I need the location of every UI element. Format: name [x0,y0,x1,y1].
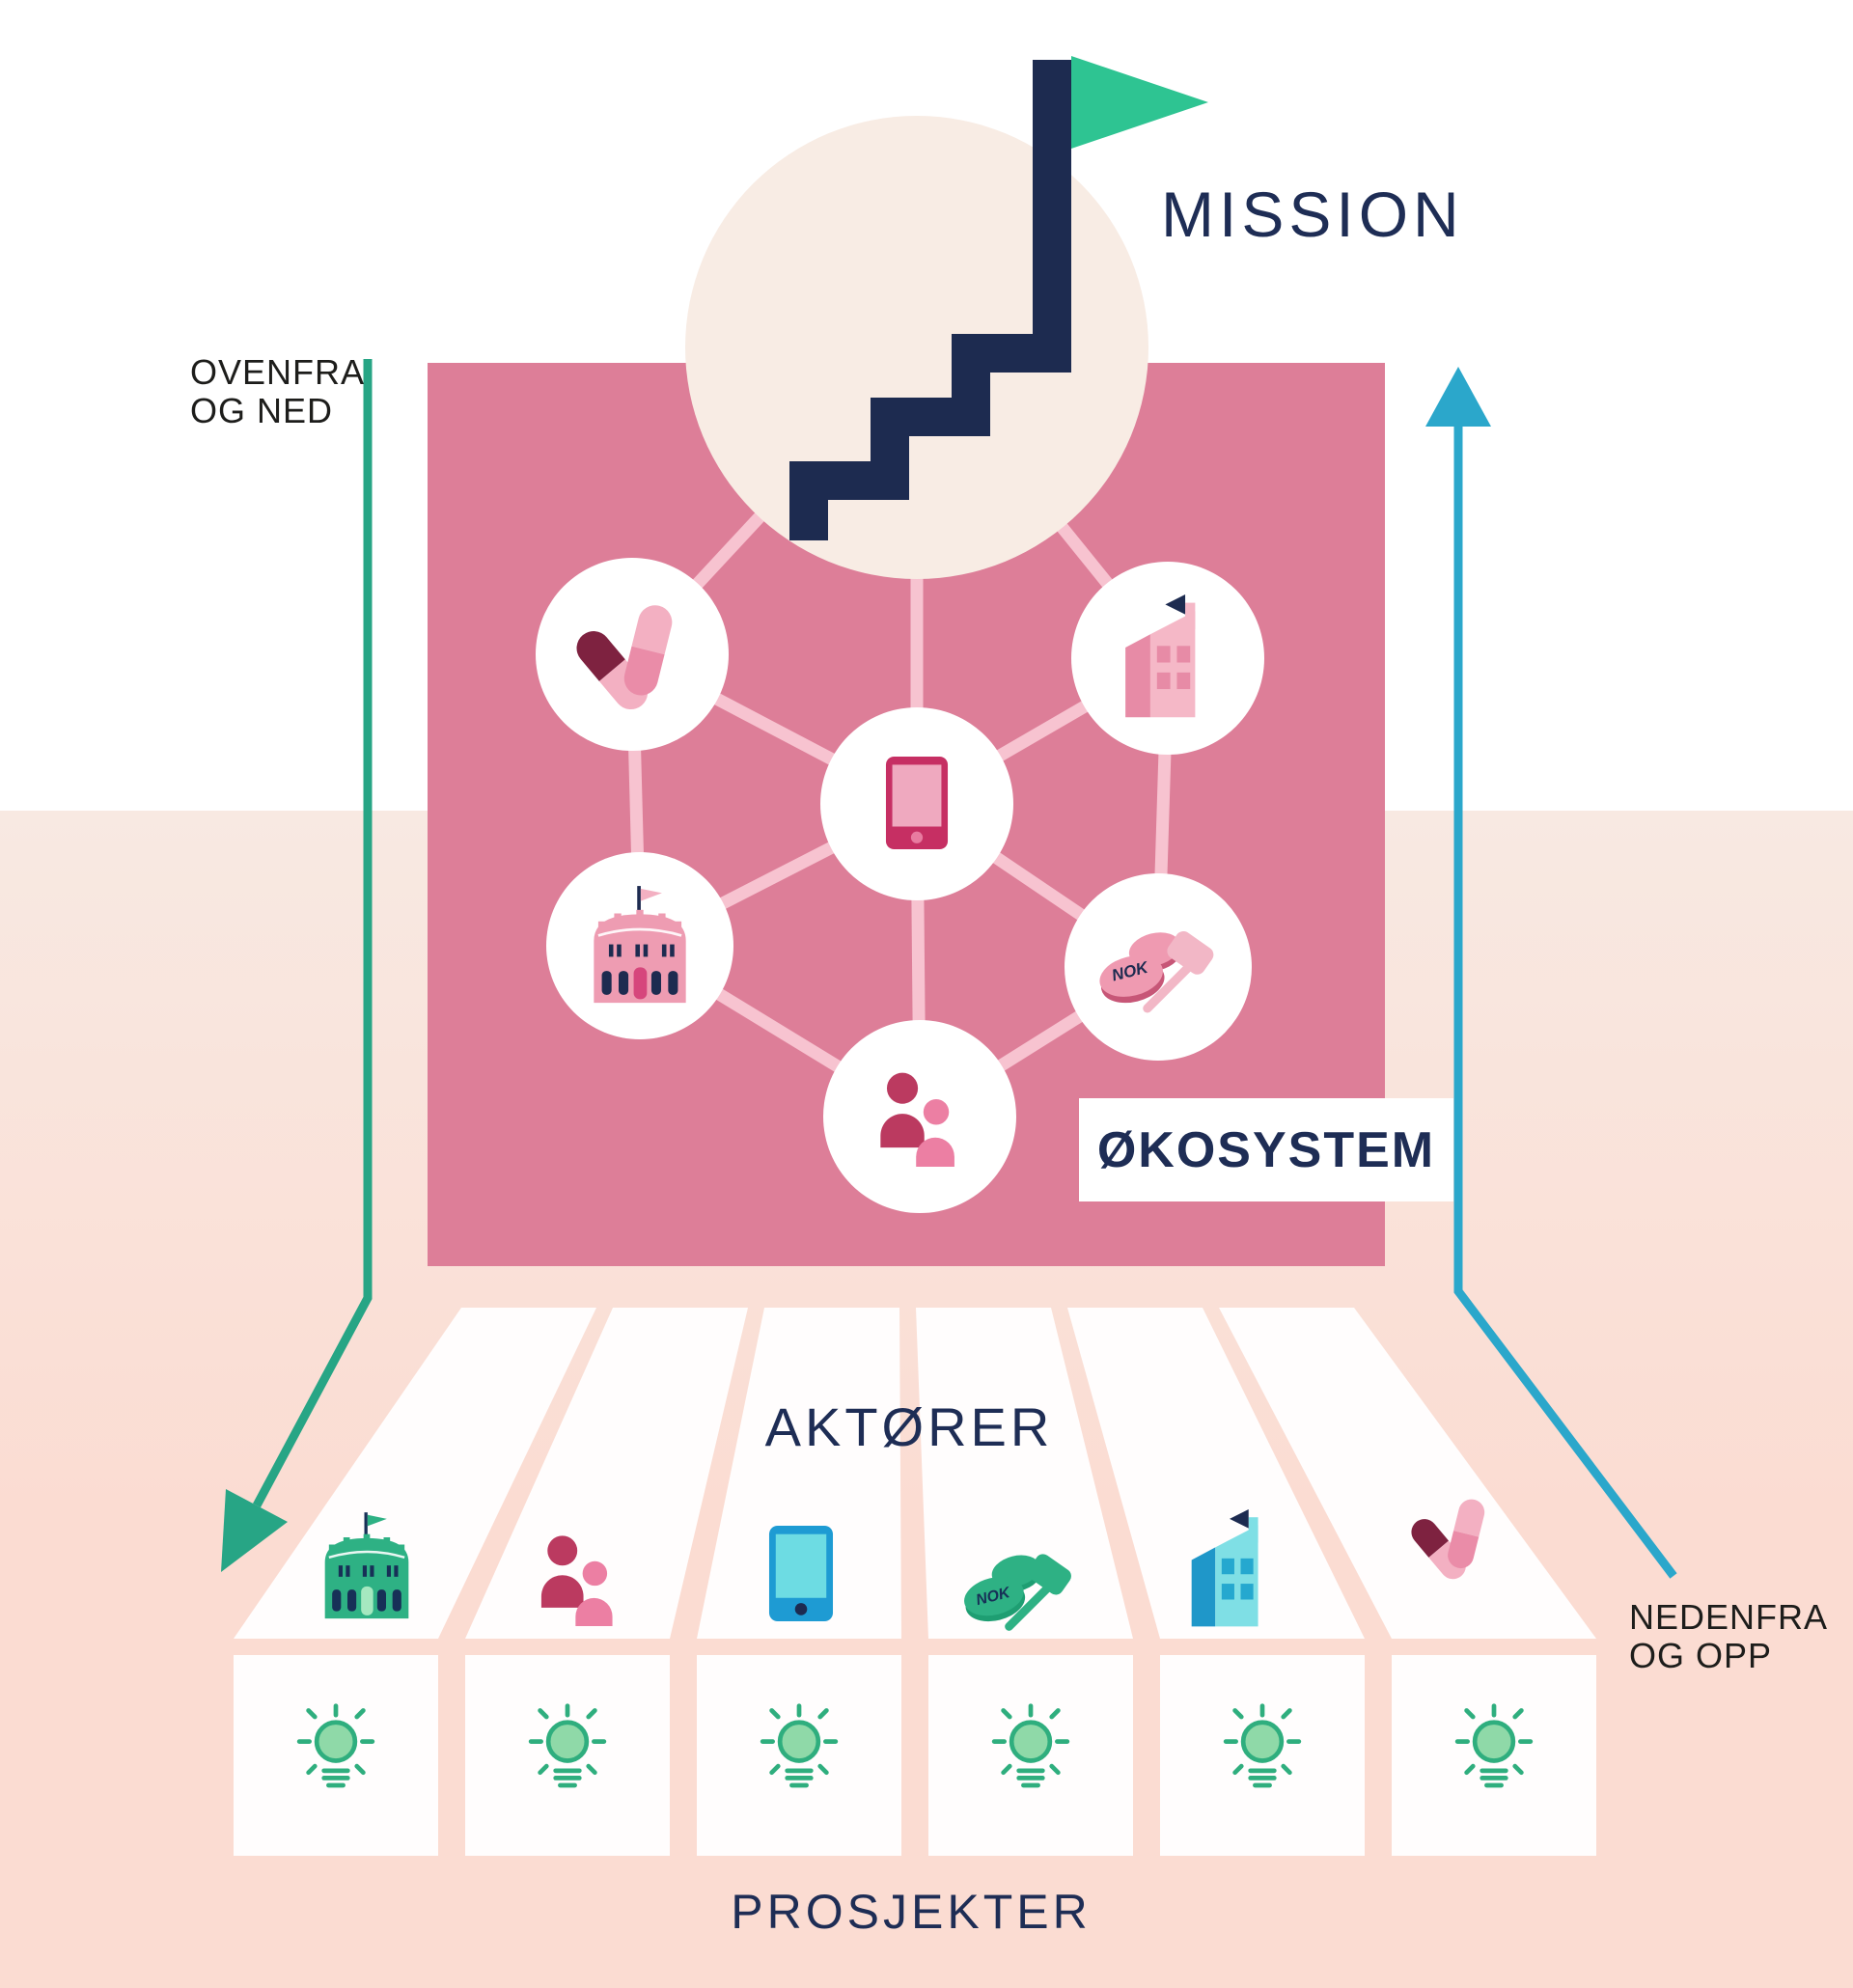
actor-column [697,1308,901,1639]
actor-column [1219,1308,1596,1639]
mission-label: MISSION [1161,179,1464,250]
arrowhead-up-icon [1425,367,1491,427]
bottom-up-label-line1: NEDENFRA [1629,1597,1829,1637]
actor-column [916,1308,1133,1639]
project-boxes [234,1655,1596,1856]
ecosystem-label: ØKOSYSTEM [1096,1121,1436,1178]
phone-icon [885,756,949,850]
actor-phone-icon [768,1525,834,1622]
top-down-label-line1: OVENFRA [190,352,366,392]
arrowhead-down-icon [221,1489,288,1572]
actors-label: AKTØRER [764,1396,1054,1457]
actor-column [465,1308,748,1639]
actor-column [1067,1308,1365,1639]
projects-label: PROSJEKTER [731,1885,1092,1939]
top-down-label-line2: OG NED [190,391,334,430]
actor-column [234,1308,596,1639]
bottom-up-arrow [1425,367,1677,1579]
node-circle-people [823,1020,1016,1213]
ecosystem-label-box: ØKOSYSTEM [1079,1098,1453,1201]
top-down-label: OVENFRA OG NED [190,353,365,430]
top-down-arrow [221,359,373,1572]
actor-columns [234,1308,1596,1639]
bottom-up-label-line2: OG OPP [1629,1636,1773,1675]
bottom-up-label: NEDENFRA OG OPP [1629,1598,1828,1675]
staircase-icon [789,56,1208,540]
mission-flag-icon [1071,56,1208,149]
mission-circle [685,116,1148,579]
